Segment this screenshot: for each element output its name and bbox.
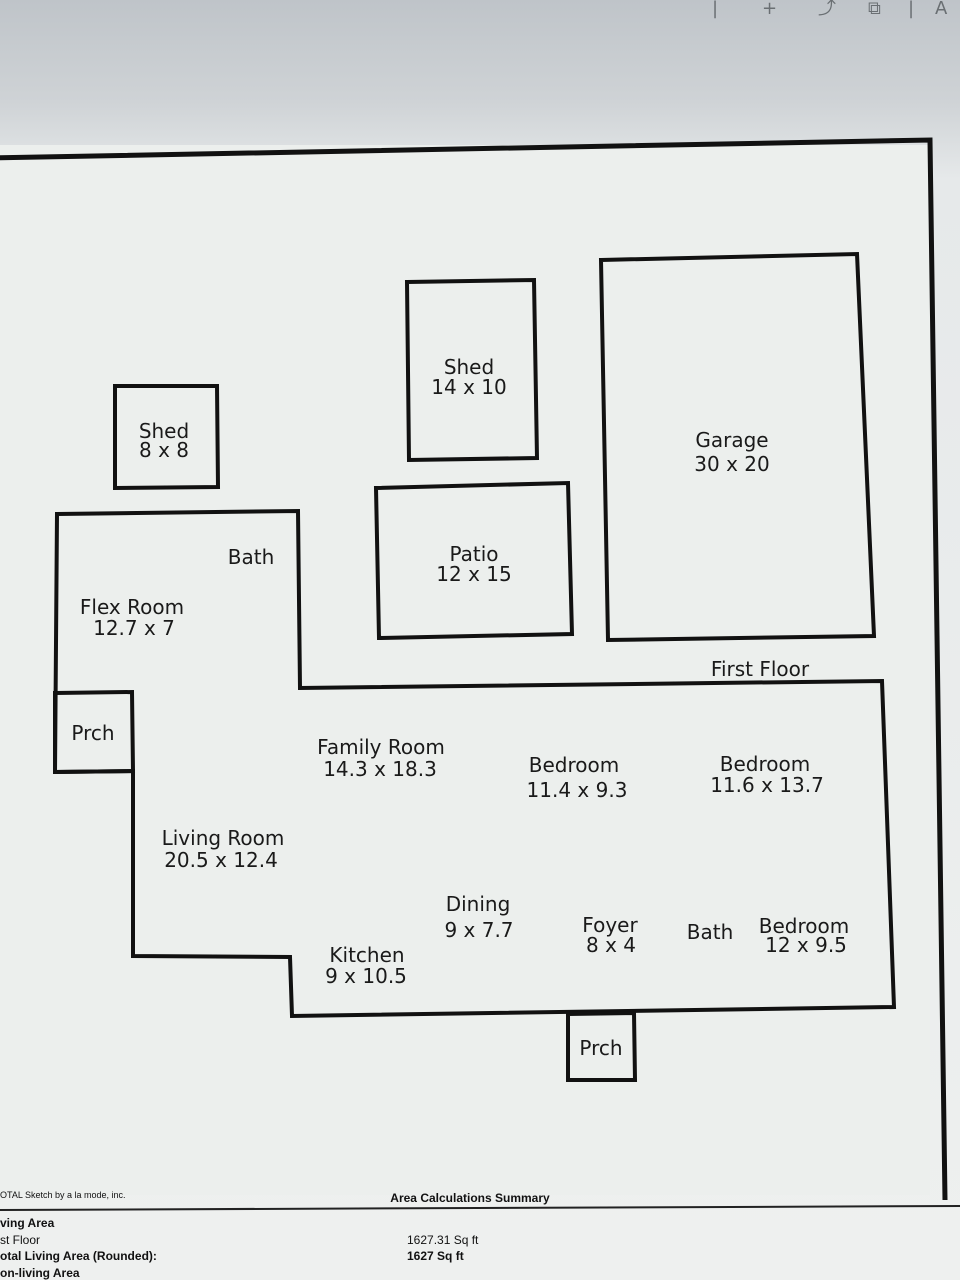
shed-small-dims: 8 x 8: [139, 438, 189, 462]
kitchen-name: Kitchen: [329, 943, 404, 967]
living-area-heading: ving Area: [0, 1216, 55, 1230]
separator-icon: |: [712, 0, 719, 19]
first-floor-value: 1627.31 Sq ft: [407, 1233, 479, 1247]
bedroom-3-name: Bedroom: [759, 914, 849, 938]
patio-outline: [373, 480, 575, 641]
fit-icon[interactable]: ⧉: [868, 0, 881, 19]
garage-dims: 30 x 20: [694, 452, 769, 476]
plus-icon[interactable]: +: [762, 0, 778, 19]
porch-bottom-outline: [566, 1010, 638, 1082]
garage-outline: [598, 251, 877, 643]
shed-large-name: Shed: [444, 355, 494, 379]
total-living-label: otal Living Area (Rounded):: [0, 1249, 157, 1263]
bath-upper-name: Bath: [228, 545, 275, 569]
shed-large-outline: [404, 277, 540, 463]
flex-room-dims: 12.7 x 7: [93, 616, 175, 640]
shed-small-outline: [113, 384, 221, 491]
cursor-icon[interactable]: ⤴: [818, 0, 836, 19]
bedroom-3-dims: 12 x 9.5: [765, 933, 847, 957]
porch-bottom-name: Prch: [579, 1036, 622, 1060]
bedroom-1-name: Bedroom: [529, 753, 619, 777]
shed-large-dims: 14 x 10: [431, 375, 506, 399]
font-size-icon[interactable]: A: [935, 0, 948, 19]
non-living-heading: on-living Area: [0, 1266, 80, 1280]
total-living-value: 1627 Sq ft: [407, 1249, 464, 1263]
flex-room-name: Flex Room: [80, 595, 184, 619]
porch-left-name: Prch: [71, 721, 114, 745]
living-room-dims: 20.5 x 12.4: [164, 848, 278, 872]
first-floor-label: st Floor: [0, 1233, 40, 1247]
foyer-dims: 8 x 4: [586, 933, 636, 957]
family-room-name: Family Room: [317, 735, 445, 759]
garage-name: Garage: [695, 428, 768, 452]
floor-label: First Floor: [711, 657, 810, 681]
family-room-dims: 14.3 x 18.3: [323, 757, 437, 781]
sketch-page: [0, 145, 930, 1195]
viewer-toolbar: | + ⤴ ⧉ | A: [640, 0, 960, 22]
summary-title: Area Calculations Summary: [390, 1191, 550, 1205]
dining-dims: 9 x 7.7: [444, 918, 513, 942]
patio-name: Patio: [449, 542, 498, 566]
porch-left-outline: [53, 689, 136, 775]
kitchen-dims: 9 x 10.5: [325, 964, 407, 988]
bath-lower-name: Bath: [687, 920, 734, 944]
bedroom-2-dims: 11.6 x 13.7: [710, 773, 824, 797]
page-border: [0, 137, 948, 1201]
dining-name: Dining: [446, 892, 511, 916]
patio-dims: 12 x 15: [436, 562, 511, 586]
bedroom-1-dims: 11.4 x 9.3: [527, 778, 628, 802]
separator-icon: |: [908, 0, 915, 19]
shed-small-name: Shed: [139, 419, 189, 443]
summary-rule: [0, 1205, 960, 1211]
bedroom-2-name: Bedroom: [720, 752, 810, 776]
living-room-name: Living Room: [162, 826, 285, 850]
foyer-name: Foyer: [582, 913, 638, 937]
software-credit: OTAL Sketch by a la mode, inc.: [0, 1190, 126, 1200]
